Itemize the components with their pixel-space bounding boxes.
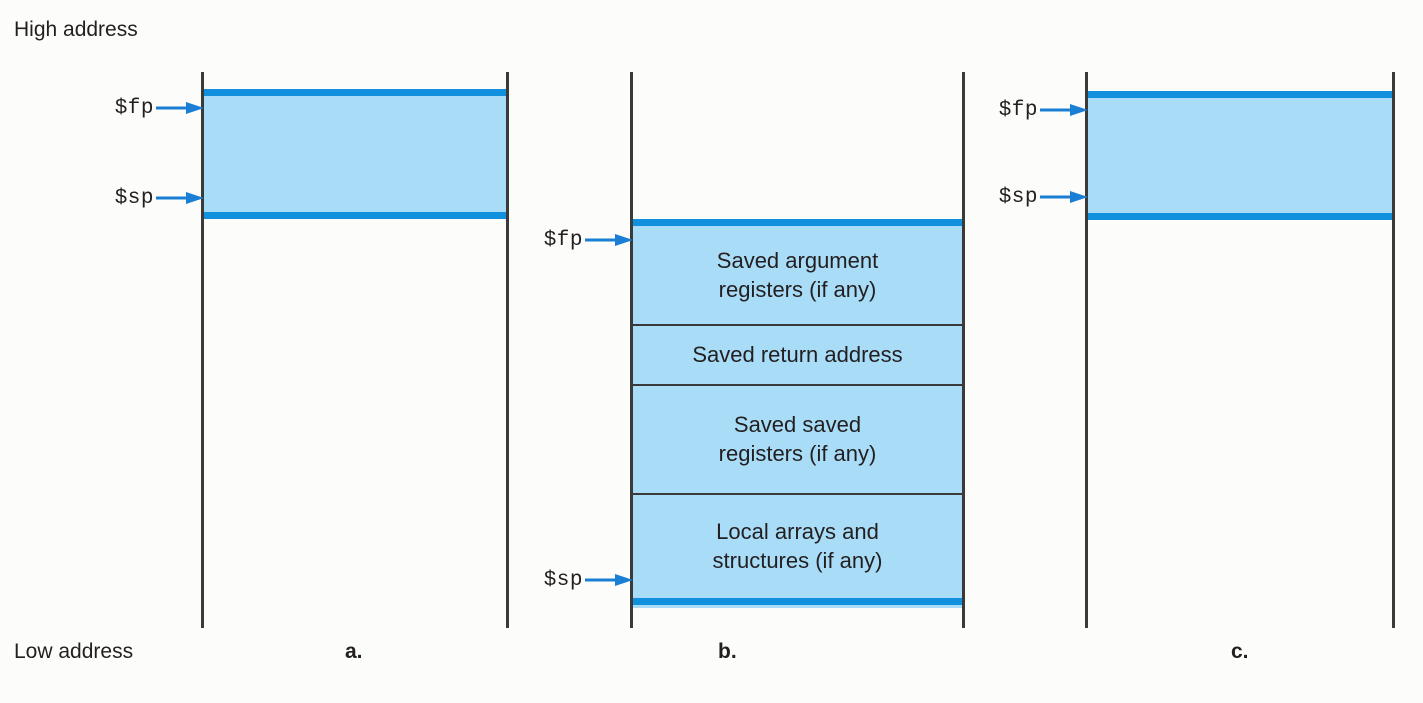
sp-pointer-b-label: $sp — [543, 569, 583, 592]
panel-c-sp-boundary — [1088, 213, 1392, 220]
panel-c-right-rail — [1392, 72, 1395, 628]
panel-c-frame-fill — [1088, 91, 1392, 220]
panel-a-left-rail — [201, 72, 204, 628]
panel-c-left-rail — [1085, 72, 1088, 628]
sp-pointer-c-label: $sp — [998, 186, 1038, 209]
sp-pointer-a-label: $sp — [114, 187, 154, 210]
panel-a-sp-boundary — [204, 212, 506, 219]
panel-b-divider-1 — [633, 324, 962, 326]
panel-c-fp-boundary — [1088, 91, 1392, 98]
panel-b-sp-boundary — [633, 598, 962, 605]
slot-saved-saved-registers-line1: Saved saved — [733, 411, 862, 437]
panel-b-left-rail — [630, 72, 633, 628]
fp-pointer-a-label: $fp — [114, 97, 154, 120]
panel-a-frame-fill — [204, 89, 506, 218]
slot-saved-saved-registers-line2: registers (if any) — [718, 440, 877, 466]
slot-saved-saved-registers: Saved saved registers (if any) — [633, 384, 962, 493]
sp-pointer-b-arrow-icon — [585, 573, 633, 587]
sp-pointer-c-arrow-icon — [1040, 190, 1088, 204]
fp-pointer-a-arrow-icon — [156, 101, 204, 115]
fp-pointer-c-arrow-icon — [1040, 103, 1088, 117]
panel-a-fp-boundary — [204, 89, 506, 96]
sp-pointer-a-arrow-icon — [156, 191, 204, 205]
panel-b-divider-3 — [633, 493, 962, 495]
fp-pointer-c-label: $fp — [998, 99, 1038, 122]
panel-b-caption: b. — [718, 640, 737, 663]
slot-saved-argument-registers-line2: registers (if any) — [718, 277, 877, 302]
panel-b-frame-fill — [633, 219, 962, 608]
panel-a-right-rail — [506, 72, 509, 628]
slot-saved-argument-registers: Saved argument registers (if any) — [633, 226, 962, 324]
panel-b-divider-2 — [633, 384, 962, 386]
slot-local-arrays-and-structures-line2: structures (if any) — [712, 547, 883, 573]
low-address-label: Low address — [14, 640, 134, 663]
slot-local-arrays-and-structures-line1: Local arrays and — [716, 518, 879, 544]
slot-saved-return-address-line1: Saved return address — [692, 341, 903, 367]
slot-saved-return-address: Saved return address — [633, 324, 962, 384]
fp-pointer-b-arrow-icon — [585, 233, 633, 247]
fp-pointer-b-label: $fp — [543, 229, 583, 252]
slot-saved-argument-registers-line1: Saved argument — [716, 248, 879, 273]
slot-local-arrays-and-structures: Local arrays and structures (if any) — [633, 493, 962, 598]
panel-b-right-rail — [962, 72, 965, 628]
panel-c-caption: c. — [1231, 640, 1249, 663]
high-address-label: High address — [14, 18, 138, 41]
panel-a-caption: a. — [345, 640, 363, 663]
panel-b-fp-boundary — [633, 219, 962, 226]
